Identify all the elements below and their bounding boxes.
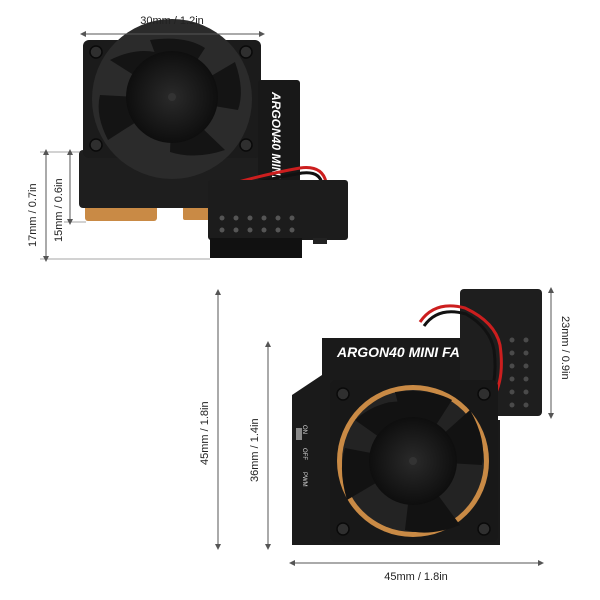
bottom-connector-holes [509,337,529,408]
dim-bottom-connector-height-label: 23mm / 0.9in [559,316,571,380]
switch-label-on: ON [301,425,307,434]
top-fan-hub-center [168,93,176,101]
switch-label-pwm: PWM [301,472,307,487]
top-fan-assembly: ARGON40 MINI FAN [79,19,348,258]
bottom-mode-switch [296,428,302,440]
bottom-fan-hub-center [409,457,417,465]
top-header-pins [210,238,302,258]
dim-bottom-width-label: 45mm / 1.8in [384,571,448,583]
bottom-fan-assembly: ARGON40 MINI FAN [292,289,542,545]
switch-label-off: OFF [301,448,307,460]
bottom-wire-red [418,304,503,401]
bottom-fan-screws [336,387,491,536]
dim-bottom-fan-height-label: 36mm / 1.4in [249,418,261,482]
top-connector-board [208,180,348,240]
dim-top-fan-height-label: 15mm / 0.6in [53,178,65,242]
bottom-brand-text: ARGON40 MINI FAN [336,344,471,360]
bottom-wire-black [422,310,497,403]
top-connector-holes [219,215,295,233]
top-connector-tab [313,238,327,244]
dim-top-total-height-label: 17mm / 0.7in [27,183,39,247]
top-fan-screws [89,45,253,152]
dim-top-width-label: 30mm / 1.2in [140,15,204,27]
copper-pad-right [183,206,211,220]
dim-bottom-total-height-label: 45mm / 1.8in [199,401,211,465]
